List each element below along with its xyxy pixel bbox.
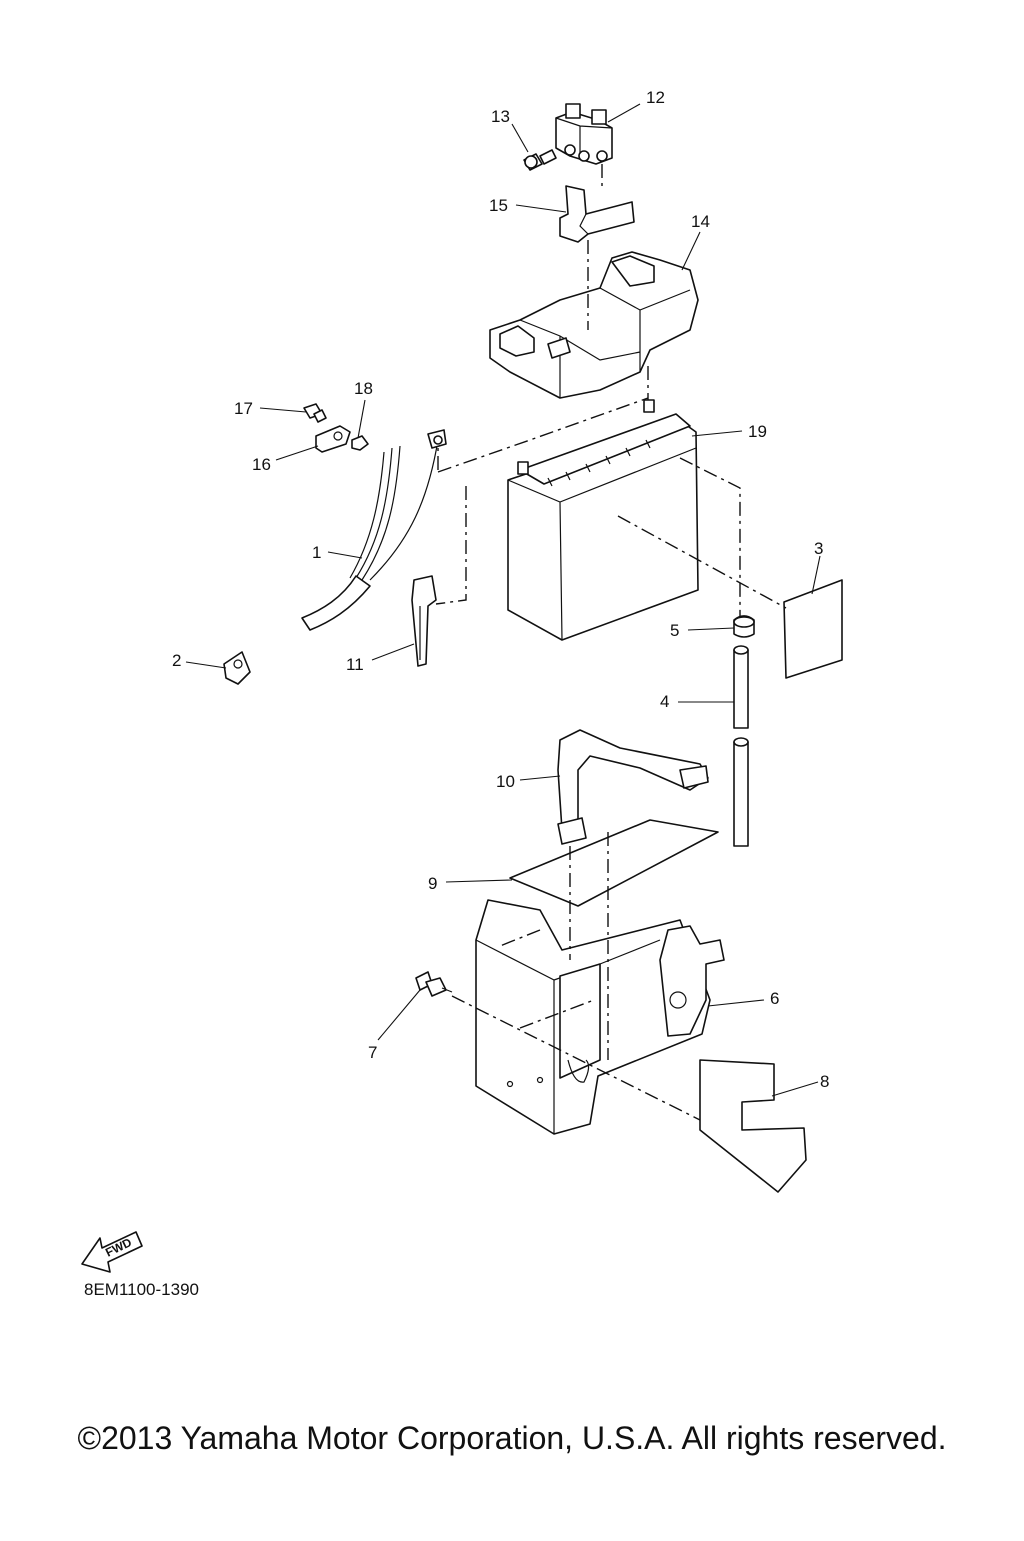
fwd-arrow-icon: FWD <box>81 1231 143 1273</box>
callout-5: 5 <box>670 621 679 640</box>
callout-9: 9 <box>428 874 437 893</box>
bracket-part-15 <box>559 185 635 243</box>
callout-1: 1 <box>312 543 321 562</box>
callout-6: 6 <box>770 989 779 1008</box>
label-part-3 <box>783 579 843 679</box>
callout-16: 16 <box>252 455 271 474</box>
battery-part-19 <box>507 399 699 641</box>
hose-part-4 <box>733 645 749 847</box>
cap-part-5 <box>733 615 755 638</box>
cable-part-1 <box>301 429 447 631</box>
copyright-text: ©2013 Yamaha Motor Corporation, U.S.A. A… <box>77 1420 946 1456</box>
callout-8: 8 <box>820 1072 829 1091</box>
strap-part-10 <box>557 729 709 845</box>
mat-part-9 <box>509 819 719 907</box>
relay-part <box>555 103 613 165</box>
cover-part-8 <box>699 1059 807 1193</box>
diagram-code: 8EM1100-1390 <box>84 1280 199 1299</box>
lead-part-11 <box>411 575 437 667</box>
leader-lines <box>185 103 821 1097</box>
screw-part-13 <box>523 149 557 171</box>
callout-10: 10 <box>496 772 515 791</box>
callout-12: 12 <box>646 88 665 107</box>
callout-15: 15 <box>489 196 508 215</box>
assembly-lines <box>435 164 787 1121</box>
callout-13: 13 <box>491 107 510 126</box>
bolt-part-7 <box>415 971 453 997</box>
callout-18: 18 <box>354 379 373 398</box>
callout-7: 7 <box>368 1043 377 1062</box>
callout-19: 19 <box>748 422 767 441</box>
fasteners-16-17-18 <box>303 403 369 453</box>
battery-cover-part-14 <box>489 251 699 399</box>
callout-14: 14 <box>691 212 710 231</box>
callout-3: 3 <box>814 539 823 558</box>
clamp-part-2 <box>223 651 251 685</box>
callout-4: 4 <box>660 692 669 711</box>
callout-11: 11 <box>346 655 364 674</box>
callout-17: 17 <box>234 399 253 418</box>
battery-box-part-6 <box>475 899 725 1135</box>
callout-2: 2 <box>172 651 181 670</box>
callouts: 12 13 15 14 18 17 16 19 1 3 5 2 11 4 10 … <box>172 88 829 1091</box>
